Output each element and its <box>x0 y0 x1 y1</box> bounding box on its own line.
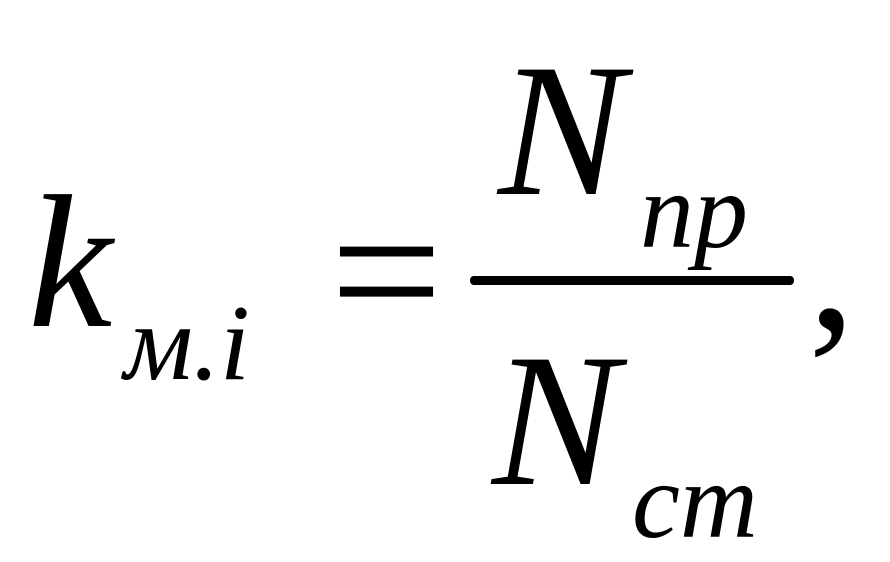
trailing-comma: , <box>808 160 856 370</box>
numerator-symbol: N <box>498 26 625 236</box>
fraction-bar <box>470 276 794 285</box>
equals-sign: = <box>330 161 443 382</box>
denominator-symbol: N <box>492 316 619 526</box>
numerator-subscript: пр <box>640 152 748 271</box>
lhs-subscript: м.і <box>124 284 250 403</box>
denominator-subscript: ст <box>632 442 758 561</box>
lhs-symbol: k <box>28 158 113 368</box>
